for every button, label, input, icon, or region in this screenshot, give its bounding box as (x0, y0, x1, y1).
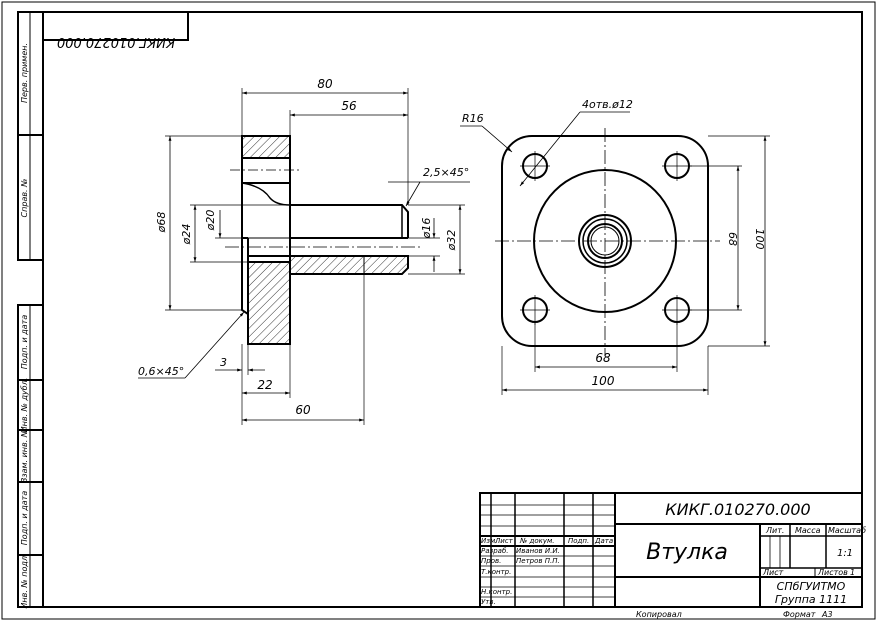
massa-label: Масса (795, 526, 821, 535)
col-izm: Изм. (481, 537, 497, 545)
dim-100-horizontal: 100 (592, 374, 615, 388)
shaft-upper (290, 204, 409, 238)
dim-3: 3 (220, 356, 227, 369)
side-strip: Перв. примен. Справ. № Подп. и дата Инв.… (17, 11, 44, 609)
dim-56: 56 (341, 99, 357, 113)
label-inv-dubl: Инв. № дубл. (20, 378, 29, 433)
lit-label: Лит. (765, 526, 784, 535)
dim-d68: ø68 (155, 212, 168, 234)
label-inv-podl: Инв. № подл. (20, 553, 29, 608)
mirrored-code: КИКГ.010270.000 (57, 34, 175, 49)
razrab-name: Иванов И.И. (516, 547, 560, 555)
format-value: А3 (821, 610, 833, 619)
col-list: Лист (494, 537, 514, 545)
dim-holes: 4отв.ø12 (582, 98, 633, 111)
dim-d24: ø24 (180, 224, 193, 246)
format-label: Формат (783, 610, 816, 619)
dim-100-vertical: 100 (753, 229, 766, 250)
dim-68-horizontal: 68 (595, 351, 611, 365)
dim-d32: ø32 (445, 230, 458, 252)
prov-name: Петров П.П. (516, 557, 560, 565)
side-view: R16 4отв.ø12 68 100 68 100 (460, 98, 770, 395)
label-vzam-inv: Взам. инв. № (20, 429, 29, 483)
dim-68-vertical: 68 (726, 232, 739, 246)
title-block: КИКГ.010270.000 Втулка Изм. Лист № докум… (479, 492, 866, 619)
prov-label: Пров. (481, 557, 501, 565)
list-label: Лист (762, 568, 784, 577)
org-line-2: Группа 1111 (775, 593, 847, 606)
dim-chamfer: 2,5×45° (423, 166, 469, 179)
tkontr-label: Т.контр. (481, 568, 511, 576)
dim-d20: ø20 (204, 210, 217, 232)
dim-22: 22 (257, 378, 272, 392)
kopiroval-label: Копировал (636, 610, 682, 619)
col-podp: Подп. (568, 537, 589, 545)
razrab-label: Разраб. (481, 547, 509, 555)
flange-upper-hatch (241, 135, 291, 159)
scale-value: 1:1 (837, 548, 853, 559)
dim-chamfer-small: 0,6×45° (138, 365, 184, 378)
nkontr-label: Н.контр. (481, 588, 512, 596)
dim-d16: ø16 (420, 218, 433, 240)
dim-80: 80 (317, 77, 333, 91)
label-sprav-no: Справ. № (20, 179, 29, 218)
dim-r16: R16 (462, 112, 484, 125)
utv-label: Утв. (481, 598, 496, 606)
col-doc: № докум. (519, 537, 555, 545)
title-name: Втулка (646, 540, 728, 565)
label-podp-data-1: Подп. и дата (20, 315, 29, 370)
label-podp-data-2: Подп. и дата (20, 491, 29, 546)
label-perv-primen: Перв. примен. (20, 43, 29, 103)
shaft-lower-hatch (289, 255, 409, 275)
listov-label: Листов (817, 568, 848, 577)
listov-value: 1 (850, 568, 855, 577)
masshtab-label: Масштаб (828, 526, 866, 535)
dim-60: 60 (295, 403, 311, 417)
front-view: 80 56 2,5×45° ø68 ø24 ø20 ø16 ø32 0,6×45… (138, 77, 470, 425)
org-line-1: СПбГУИТМО (777, 580, 846, 593)
flange-lower-hatch (247, 261, 291, 345)
title-code: КИКГ.010270.000 (665, 500, 810, 519)
mirrored-code-box: КИКГ.010270.000 (42, 11, 189, 49)
col-data: Дата (594, 537, 613, 545)
